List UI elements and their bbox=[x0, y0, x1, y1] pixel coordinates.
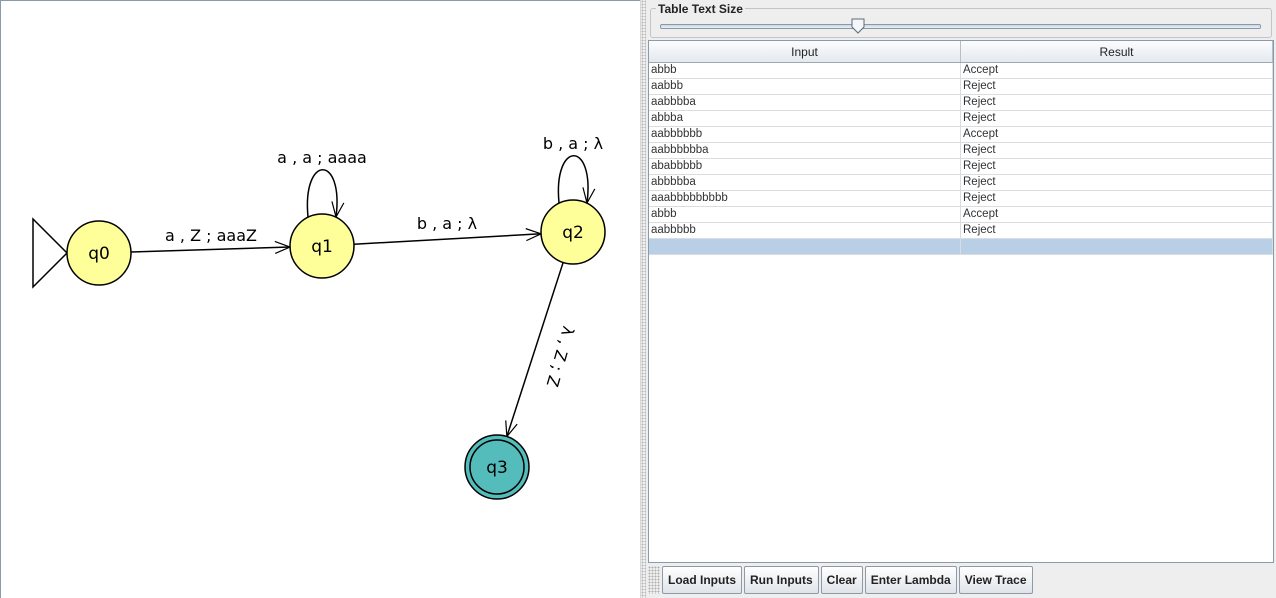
cell-input[interactable]: abbb bbox=[649, 207, 961, 222]
view-trace-button[interactable]: View Trace bbox=[958, 566, 1033, 594]
cell-result: Reject bbox=[961, 143, 1273, 158]
transition-loop-q2[interactable] bbox=[557, 155, 596, 205]
transition-loop-q1[interactable] bbox=[306, 169, 345, 219]
transition-label[interactable]: a , Z ; aaaZ bbox=[165, 226, 257, 245]
automaton-canvas[interactable]: a , Z ; aaaZ a , a ; aaaa b , a ; λ b , a ;… bbox=[0, 0, 640, 598]
cell-input[interactable]: aabbbbbb bbox=[649, 127, 961, 142]
cell-result: Reject bbox=[961, 191, 1273, 206]
column-header-input[interactable]: Input bbox=[649, 41, 961, 62]
transition-q2-q3[interactable] bbox=[505, 262, 564, 439]
cell-input[interactable]: aabbbba bbox=[649, 95, 961, 110]
automaton-diagram[interactable]: a , Z ; aaaZ a , a ; aaaa b , a ; λ b , a ;… bbox=[1, 1, 641, 598]
column-header-result[interactable]: Result bbox=[961, 41, 1273, 62]
button-toolbar: Load Inputs Run Inputs Clear Enter Lambd… bbox=[648, 564, 1274, 596]
cell-result: Accept bbox=[961, 127, 1273, 142]
table-text-size-title: Table Text Size bbox=[656, 2, 745, 16]
state-q3[interactable] bbox=[464, 434, 530, 500]
cell-input[interactable] bbox=[649, 239, 961, 254]
state-label: q0 bbox=[88, 244, 110, 264]
state-q2[interactable] bbox=[540, 199, 606, 265]
transition-q1-q2[interactable] bbox=[353, 228, 543, 245]
cell-result bbox=[961, 239, 1273, 254]
load-inputs-button[interactable]: Load Inputs bbox=[662, 566, 742, 594]
cell-input[interactable]: abbbbba bbox=[649, 175, 961, 190]
cell-input[interactable]: abbba bbox=[649, 111, 961, 126]
cell-input[interactable]: aabbb bbox=[649, 79, 961, 94]
table-text-size-panel: Table Text Size bbox=[650, 2, 1272, 38]
initial-state-marker bbox=[32, 217, 69, 289]
cell-result: Reject bbox=[961, 223, 1273, 238]
clear-button[interactable]: Clear bbox=[820, 566, 863, 594]
cell-result: Reject bbox=[961, 111, 1273, 126]
cell-result: Reject bbox=[961, 159, 1273, 174]
cell-input[interactable]: aaabbbbbbbbb bbox=[649, 191, 961, 206]
state-label: q1 bbox=[311, 237, 333, 257]
cell-result: Reject bbox=[961, 95, 1273, 110]
state-label: q2 bbox=[562, 223, 584, 243]
transition-label[interactable]: a , a ; aaaa bbox=[277, 148, 367, 167]
final-state-ring bbox=[469, 439, 525, 495]
text-size-slider[interactable] bbox=[660, 24, 1261, 29]
run-inputs-button[interactable]: Run Inputs bbox=[744, 566, 819, 594]
split-pane-divider[interactable] bbox=[640, 0, 646, 598]
cell-result: Accept bbox=[961, 63, 1273, 78]
cell-input[interactable]: aabbbbbba bbox=[649, 143, 961, 158]
state-label: q3 bbox=[486, 458, 508, 478]
state-q1[interactable] bbox=[289, 213, 355, 279]
transition-label[interactable]: b , a ; λ bbox=[417, 214, 477, 233]
transition-label[interactable]: λ , Z ; Z bbox=[543, 324, 578, 389]
cell-result: Reject bbox=[961, 79, 1273, 94]
cell-result: Reject bbox=[961, 175, 1273, 190]
enter-lambda-button[interactable]: Enter Lambda bbox=[864, 566, 957, 594]
text-size-slider-thumb[interactable] bbox=[851, 18, 865, 34]
cell-result: Accept bbox=[961, 207, 1273, 222]
cell-input[interactable]: ababbbbb bbox=[649, 159, 961, 174]
table-text-size-border bbox=[650, 8, 1272, 38]
table-header: Input Result bbox=[649, 41, 1273, 63]
toolbar-grip[interactable] bbox=[648, 566, 660, 594]
transition-q0-q1[interactable] bbox=[130, 240, 292, 255]
transition-label[interactable]: b , a ; λ bbox=[543, 134, 603, 153]
cell-input[interactable]: aabbbbb bbox=[649, 223, 961, 238]
state-q0[interactable] bbox=[66, 220, 132, 286]
table-row[interactable] bbox=[649, 239, 1273, 255]
cell-input[interactable]: abbb bbox=[649, 63, 961, 78]
